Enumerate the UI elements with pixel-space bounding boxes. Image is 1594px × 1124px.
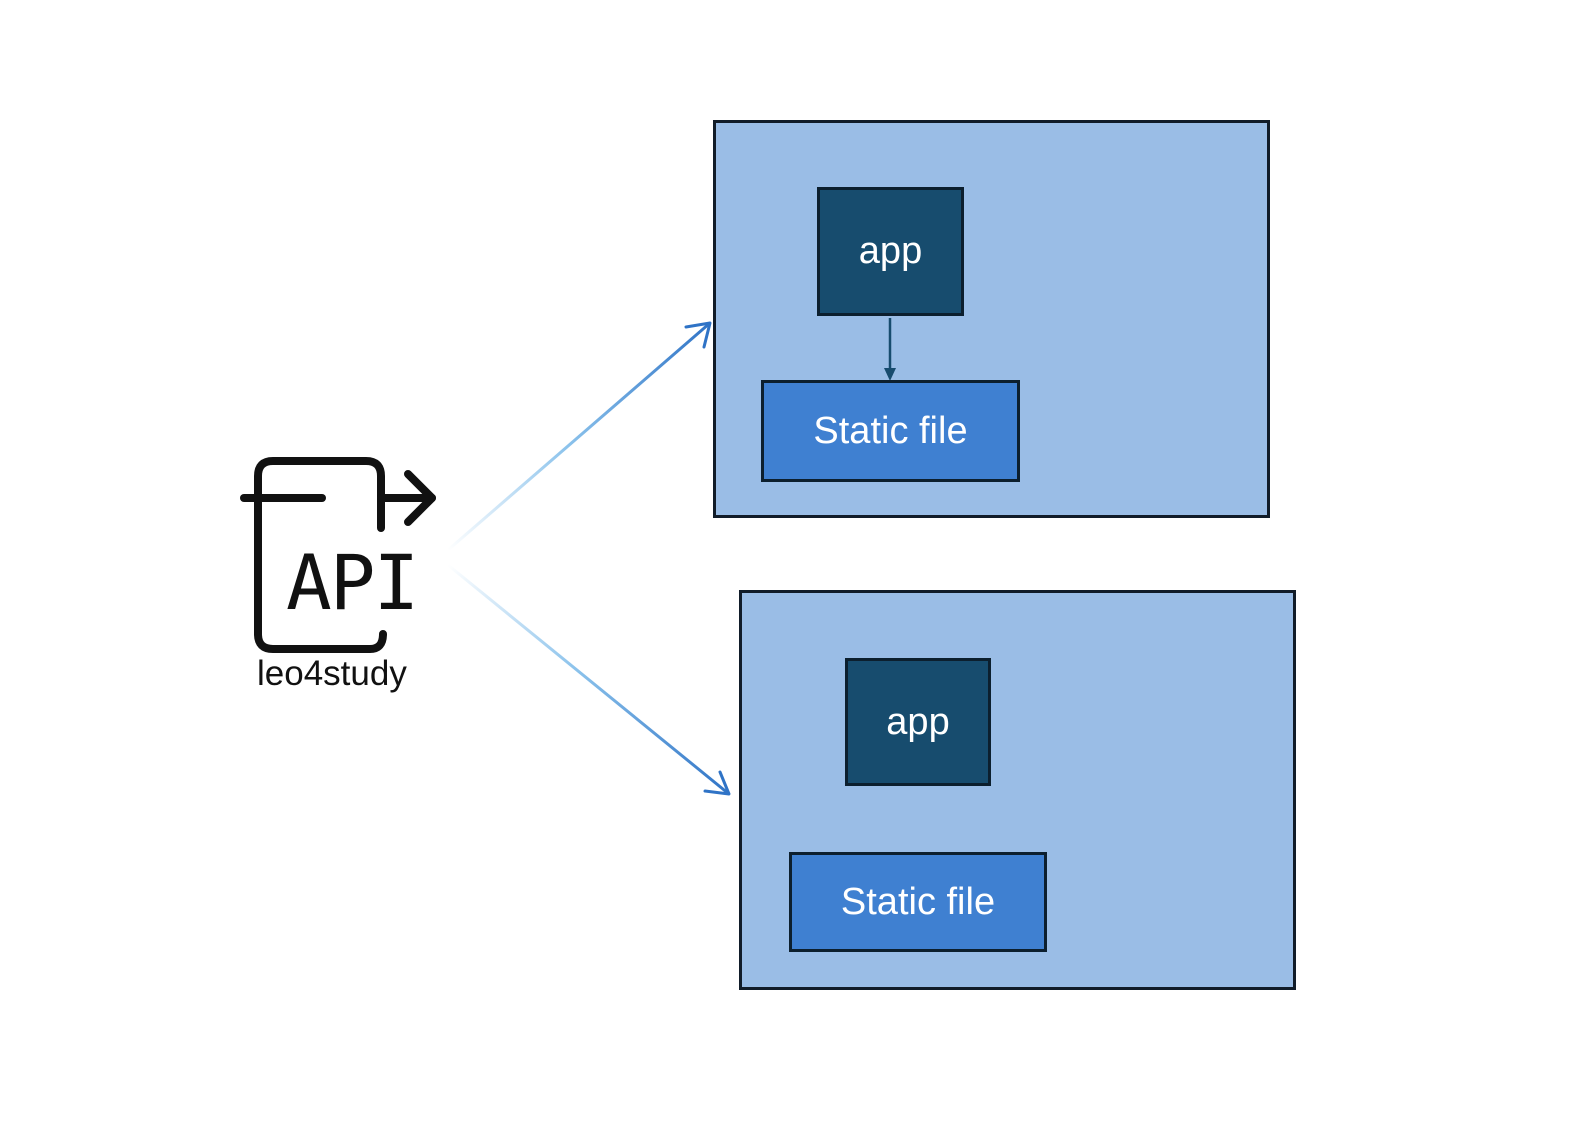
api-text: API (286, 538, 419, 627)
static-file-label-1: Static file (813, 409, 968, 452)
app-box-1: app (817, 187, 964, 316)
arrow-to-container-2 (447, 563, 731, 796)
logo-caption: leo4study (257, 654, 407, 693)
static-file-box-2: Static file (789, 852, 1047, 952)
app-label-1: app (858, 230, 923, 272)
static-file-label-2: Static file (840, 880, 996, 923)
static-file-box-1: Static file (761, 380, 1020, 482)
app-box-2: app (845, 658, 991, 786)
arrow-to-container-1 (447, 321, 712, 552)
app-label-2: app (886, 700, 950, 743)
